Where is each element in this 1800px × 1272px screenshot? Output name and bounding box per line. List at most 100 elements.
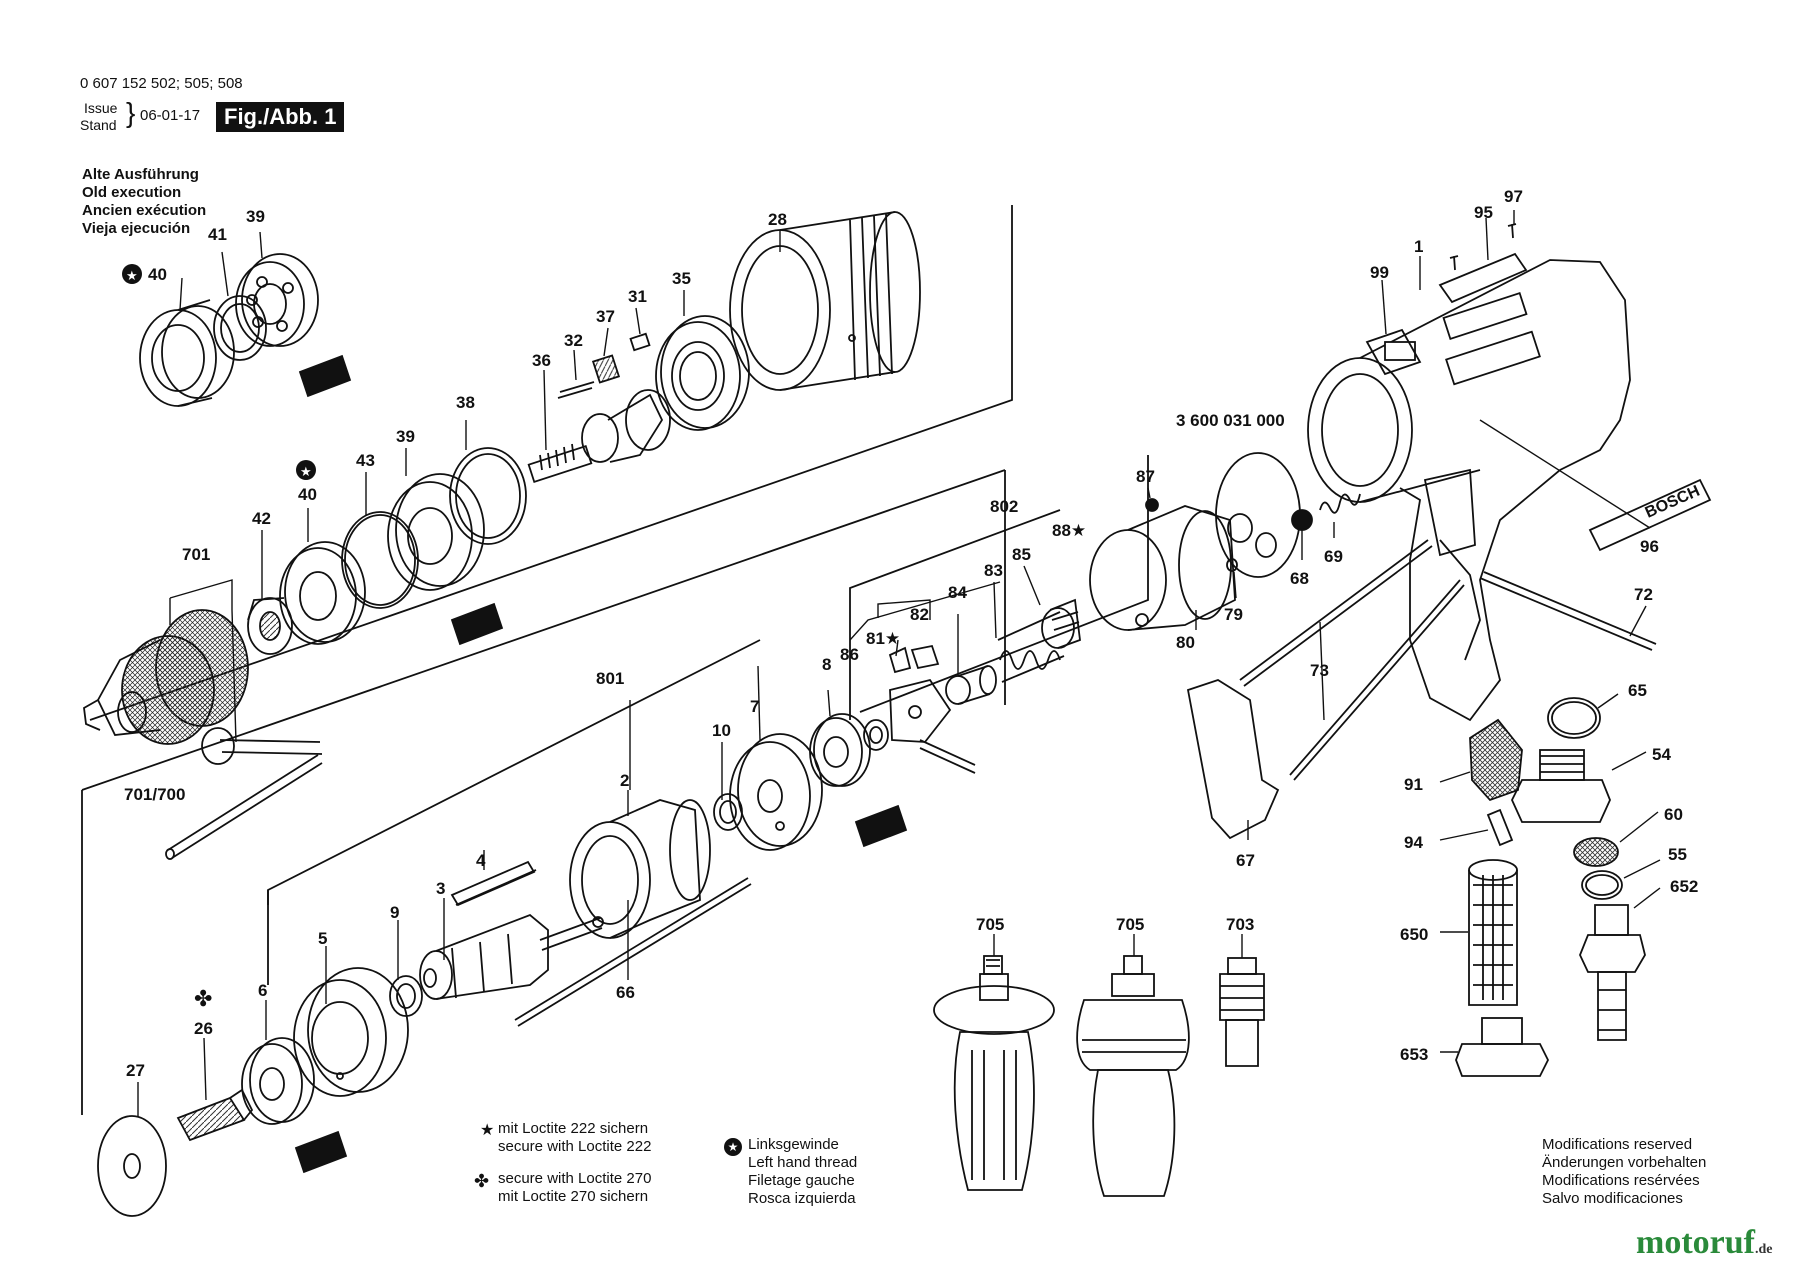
label-p31: 31: [628, 287, 647, 306]
modifications-es: Salvo modificaciones: [1542, 1190, 1683, 1207]
svg-text:✤: ✤: [194, 986, 212, 1011]
part-4-vanes: [450, 860, 537, 907]
symbol-left-thread-40b: ★: [296, 460, 316, 480]
loctite270-en: secure with Loctite 270: [498, 1170, 652, 1187]
label-p703: 703: [1226, 915, 1254, 934]
label-p35: 35: [672, 269, 691, 288]
watermark-suffix: .de: [1754, 1242, 1773, 1257]
label-p650: 650: [1400, 925, 1428, 944]
part-31-pin: [629, 332, 651, 352]
modifications-fr: Modifications resérvées: [1542, 1172, 1700, 1189]
part-55-oring: [1581, 870, 1623, 900]
note-loctite222: ★ mit Loctite 222 sichern secure with Lo…: [480, 1120, 651, 1156]
part-67-cover: [1186, 679, 1280, 840]
frame-802-group: [859, 455, 1149, 713]
label-p83: 83: [984, 561, 1003, 580]
label-p28: 28: [768, 210, 787, 229]
label-p9: 9: [390, 903, 399, 922]
part-43-oring: [341, 511, 419, 609]
label-p68: 68: [1290, 569, 1309, 588]
label-p36: 36: [532, 351, 551, 370]
label-p10: 10: [712, 721, 731, 740]
part-73-rods: [1239, 539, 1465, 781]
label-p701_700: 701/700: [124, 785, 185, 804]
part-41-ring: [213, 295, 267, 361]
label-p43: 43: [356, 451, 375, 470]
loctite222-de: mit Loctite 222 sichern: [498, 1120, 649, 1137]
label-p55: 55: [1668, 845, 1687, 864]
label-p2: 2: [620, 771, 629, 790]
label-p72: 72: [1634, 585, 1653, 604]
part-3600-031-000-gasket: [1215, 452, 1301, 578]
part-79-pin: [1226, 558, 1238, 572]
label-p705b: 705: [1116, 915, 1144, 934]
loctite270-de: mit Loctite 270 sichern: [498, 1188, 649, 1205]
watermark-main: motoruf: [1636, 1224, 1755, 1261]
part-80-cylinder: [1089, 505, 1236, 631]
part-26-pinion: [176, 1088, 254, 1142]
part-39-bearing-old: [235, 253, 319, 347]
label-p86: 86: [840, 645, 859, 664]
label-p32: 32: [564, 331, 583, 350]
note-loctite270: ✤ secure with Loctite 270 mit Loctite 27…: [474, 1170, 651, 1206]
part-81-weights: [888, 644, 940, 674]
label-p95: 95: [1474, 203, 1493, 222]
symbol-loctite270-26: ✤: [194, 986, 212, 1011]
label-p82: 82: [910, 605, 929, 624]
label-p84: 84: [948, 583, 967, 602]
part-705-handle-a: [933, 955, 1055, 1191]
label-p37: 37: [596, 307, 615, 326]
label-p97: 97: [1504, 187, 1523, 206]
note-left-thread: ★ Linksgewinde Left hand thread Filetage…: [724, 1136, 857, 1208]
label-p99: 99: [1370, 263, 1389, 282]
clover-symbol: ✤: [474, 1171, 490, 1191]
label-p94: 94: [1404, 833, 1423, 852]
bearing-symbol-1: [298, 354, 352, 398]
label-p802: 802: [990, 497, 1018, 516]
part-60-strainer: [1573, 837, 1619, 867]
issue-label: Issue: [84, 100, 118, 116]
part-86-washer: [863, 719, 889, 751]
part-65-oring: [1547, 697, 1601, 739]
stand-label: Stand: [80, 117, 117, 133]
label-p38: 38: [456, 393, 475, 412]
part-91-filter: [1469, 718, 1523, 802]
label-p96: 96: [1640, 537, 1659, 556]
part-703-adapter: [1219, 957, 1265, 1067]
part-94-clip: [1486, 808, 1514, 847]
label-p5: 5: [318, 929, 327, 948]
note-modifications: Modifications reserved Änderungen vorbeh…: [1542, 1136, 1706, 1208]
old-execution-en: Old execution: [82, 184, 182, 201]
label-p40a: 40: [148, 265, 167, 284]
modifications-en: Modifications reserved: [1542, 1136, 1693, 1153]
figure-badge: Fig./Abb. 1: [216, 102, 345, 132]
part-36-spindle: [527, 389, 671, 483]
part-69-spring: [1319, 493, 1361, 514]
frame-lower-group: [267, 639, 761, 985]
label-p54: 54: [1652, 745, 1671, 764]
part-42-nut: [247, 597, 293, 655]
part-numbers: 0 607 152 502; 505; 508: [80, 75, 243, 92]
part-3-rotor: [419, 913, 603, 1000]
part-68-ball: [1291, 509, 1313, 531]
bearing-symbol-2: [450, 602, 504, 646]
part-37-gear: [591, 354, 621, 384]
old-execution-fr: Ancien exécution: [82, 202, 207, 219]
part-95-plate: [1438, 252, 1528, 304]
label-p79: 79: [1224, 605, 1243, 624]
svg-text:★: ★: [126, 268, 138, 283]
label-p40b: 40: [298, 485, 317, 504]
bearing-symbol-3: [854, 804, 908, 848]
label-p8: 8: [822, 655, 831, 674]
brace: }: [126, 97, 136, 128]
part-83-spring: [997, 611, 1065, 683]
part-40-old-nut: [139, 299, 235, 407]
frame-801-group: [81, 469, 1006, 1115]
part-1-housing: [1307, 259, 1631, 722]
label-p60: 60: [1664, 805, 1683, 824]
part-653-plug: [1455, 1017, 1550, 1077]
part-54-fitting: [1511, 749, 1611, 823]
part-32-pin: [557, 381, 595, 399]
part-5-endplate: [293, 967, 409, 1097]
